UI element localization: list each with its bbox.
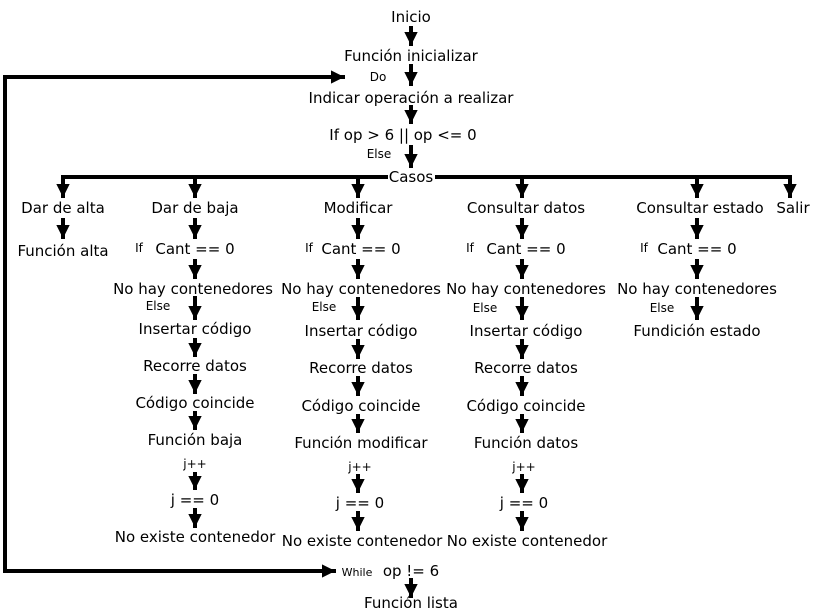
- step-node: Función alta: [17, 242, 108, 260]
- step-node: j++: [347, 460, 371, 474]
- step-node: j == 0: [335, 494, 384, 512]
- step-node: Código coincide: [466, 397, 585, 415]
- message-node: No hay contenedores: [446, 280, 606, 298]
- step-node: Función baja: [148, 431, 243, 449]
- step-node: No existe contenedor: [282, 532, 443, 550]
- branch-dar-de-baja: Dar de baja If Cant == 0 No hay contened…: [113, 199, 276, 546]
- case-title: Dar de alta: [21, 199, 105, 217]
- step-node: Fundición estado: [633, 322, 760, 340]
- else-label: Else: [367, 147, 392, 161]
- else-label: Else: [312, 300, 337, 314]
- step-node: Insertar código: [305, 322, 418, 340]
- else-label: Else: [650, 301, 675, 315]
- case-title: Consultar estado: [636, 199, 763, 217]
- connectors: [3, 26, 797, 598]
- branch-salir: Salir: [776, 199, 810, 217]
- step-node: Función modificar: [294, 434, 428, 452]
- message-node: No hay contenedores: [617, 280, 777, 298]
- condition-node: Cant == 0: [657, 240, 736, 258]
- branch-consultar-estado: Consultar estado If Cant == 0 No hay con…: [617, 199, 777, 340]
- step-node: Recorre datos: [474, 359, 578, 377]
- while-condition: op != 6: [383, 562, 439, 580]
- condition-node: Cant == 0: [486, 240, 565, 258]
- step-node: Recorre datos: [143, 357, 247, 375]
- message-node: No hay contenedores: [281, 280, 441, 298]
- operation-node: Indicar operación a realizar: [309, 89, 515, 107]
- step-node: Función datos: [474, 434, 578, 452]
- if-label: If: [640, 241, 649, 255]
- branch-consultar-datos: Consultar datos If Cant == 0 No hay cont…: [446, 199, 608, 550]
- if-label: If: [305, 241, 314, 255]
- if-condition: If op > 6 || op <= 0: [329, 126, 476, 144]
- condition-node: Cant == 0: [155, 240, 234, 258]
- condition-node: Cant == 0: [321, 240, 400, 258]
- cases-node: Casos: [389, 168, 434, 186]
- step-node: j == 0: [170, 491, 219, 509]
- case-title: Salir: [776, 199, 810, 217]
- else-label: Else: [473, 301, 498, 315]
- else-label: Else: [146, 299, 171, 313]
- start-node: Inicio: [391, 8, 431, 26]
- end-node: Función lista: [364, 594, 458, 611]
- init-node: Función inicializar: [344, 47, 479, 65]
- step-node: Insertar código: [139, 320, 252, 338]
- step-node: j++: [511, 460, 535, 474]
- if-label: If: [466, 241, 475, 255]
- while-label: While: [342, 566, 373, 579]
- step-node: Insertar código: [470, 322, 583, 340]
- main-flow: Inicio Función inicializar Do Indicar op…: [309, 8, 515, 611]
- case-title: Consultar datos: [467, 199, 585, 217]
- step-node: Código coincide: [301, 397, 420, 415]
- step-node: j++: [182, 457, 206, 471]
- step-node: No existe contenedor: [115, 528, 276, 546]
- step-node: Recorre datos: [309, 359, 413, 377]
- do-label: Do: [370, 70, 387, 84]
- if-label: If: [135, 241, 144, 255]
- case-title: Modificar: [324, 199, 394, 217]
- branch-modificar: Modificar If Cant == 0 No hay contenedor…: [281, 199, 443, 550]
- case-title: Dar de baja: [151, 199, 238, 217]
- message-node: No hay contenedores: [113, 280, 273, 298]
- step-node: Código coincide: [135, 394, 254, 412]
- step-node: No existe contenedor: [447, 532, 608, 550]
- branch-dar-de-alta: Dar de alta Función alta: [17, 199, 108, 260]
- step-node: j == 0: [499, 494, 548, 512]
